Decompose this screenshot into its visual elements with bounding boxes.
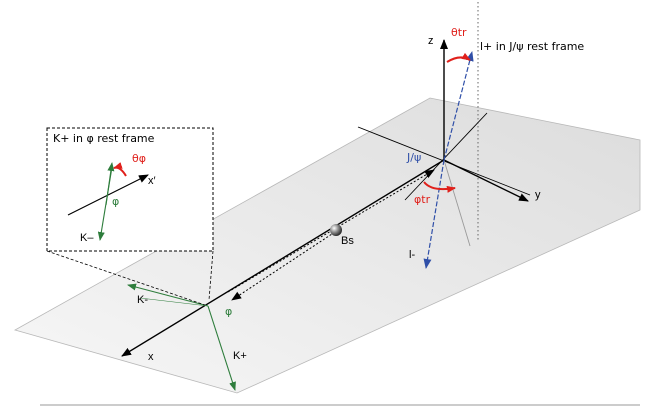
inset-title: K+ in φ rest frame [53,132,155,145]
inset-theta-arc [113,162,127,177]
inset-box [46,127,214,252]
bs-meson-icon [330,224,342,236]
phi-meson-label: φ [225,305,232,318]
boost-arrow-down [231,229,339,301]
bs-label: Bs [341,235,354,247]
jpsi-label: J/ψ [406,151,421,164]
decay-plane [13,97,641,394]
phi-tr-arc [423,181,456,193]
inset-phi-label: φ [112,195,119,208]
kminus-extension [139,297,209,307]
y-axis-label: y [535,189,541,201]
inset-connector-right [208,250,214,301]
inset-kminus-label: K– [80,232,94,244]
x-axis-label: x [148,351,154,363]
x-axis [121,159,445,357]
z-axis-label: z [428,35,434,47]
lminus-arrow [423,159,445,269]
inset-xprime-axis [67,174,149,216]
inset-k-line-up [105,162,115,206]
lplus-label: l+ in J/ψ rest frame [480,40,584,53]
theta-tr-label: θtr [451,26,467,39]
lminus-label: l- [409,249,415,261]
plane-axis-line [404,112,488,201]
projection-line [443,159,471,247]
inset-theta-label: θφ [132,152,146,165]
kminus-arrow [127,283,209,307]
kplus-label: K+ [233,350,247,362]
kminus-label: K- [137,294,148,306]
theta-tr-arc [446,52,471,63]
phi-tr-label: φtr [414,193,431,206]
inset-xprime-label: x′ [148,175,156,187]
inset-connector-left [46,250,206,306]
kplus-arrow [207,305,236,391]
lplus-arrow [443,51,474,161]
